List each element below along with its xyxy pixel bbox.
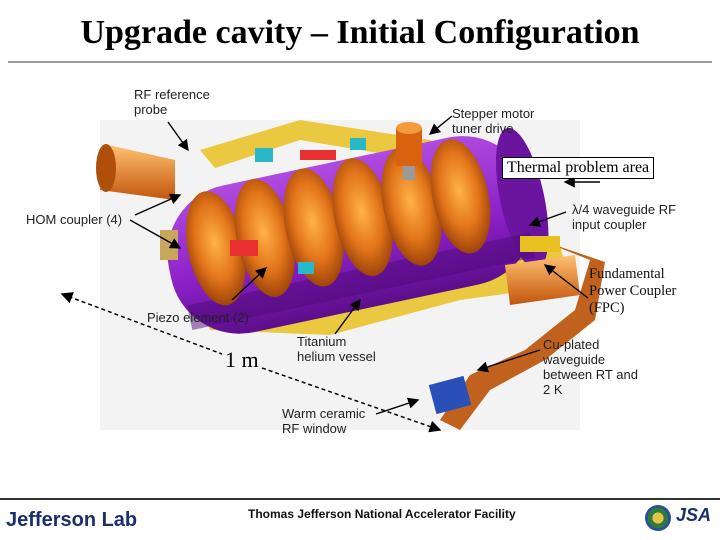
fpc-waveguide [428,236,605,430]
facility-name: Thomas Jefferson National Accelerator Fa… [248,507,516,521]
rf-reference-probe-label: RF reference probe [134,87,210,117]
label-line: input coupler [572,217,647,232]
piezo-label: Piezo element (2) [147,310,249,325]
label-line: waveguide [543,352,606,367]
one-meter-label: 1 m [225,347,259,372]
label-line: Titanium [297,334,347,349]
label-line: Cu-plated [543,337,600,352]
label-line: λ/4 waveguide RF [572,202,677,217]
doe-seal-icon [645,505,671,531]
label-line: probe [134,102,168,117]
label-line: helium vessel [297,349,376,364]
cu-waveguide-label: Cu-plated waveguide between RT and 2 K [543,337,638,397]
waveguide-coupler-label: λ/4 waveguide RF input coupler [572,202,676,232]
one-meter-dimension [60,292,442,433]
label-line: Stepper motor [452,106,535,121]
label-line: RF reference [134,87,210,102]
label-line: tuner drive [452,121,514,136]
label-line: (FPC) [589,300,625,316]
label-line: 2 K [543,382,563,397]
footer-divider [0,498,720,500]
jefferson-lab-logo: Jefferson Lab [6,509,138,531]
warm-window-label: Warm ceramic RF window [282,406,365,436]
thermal-problem-label: Thermal problem area [502,157,655,179]
fpc-label: Fundamental Power Coupler (FPC) [589,266,676,317]
hom-coupler-label: HOM coupler (4) [26,212,123,227]
label-line: between RT and [543,367,638,382]
titanium-vessel-label: Titanium helium vessel [297,334,376,364]
label-line: Warm ceramic [282,406,366,421]
title-underline [8,61,712,63]
slide-title: Upgrade cavity – Initial Configuration [80,14,640,51]
jsa-logo: JSA [676,505,712,525]
cavity-cells [185,139,491,306]
label-line: RF window [282,421,347,436]
beam-pipes [96,144,580,305]
stepper-motor [396,122,422,180]
label-line: Power Coupler [589,283,677,299]
label-line: Fundamental [589,266,665,282]
stepper-motor-label: Stepper motor tuner drive [452,106,534,136]
leader-lines [129,115,600,415]
